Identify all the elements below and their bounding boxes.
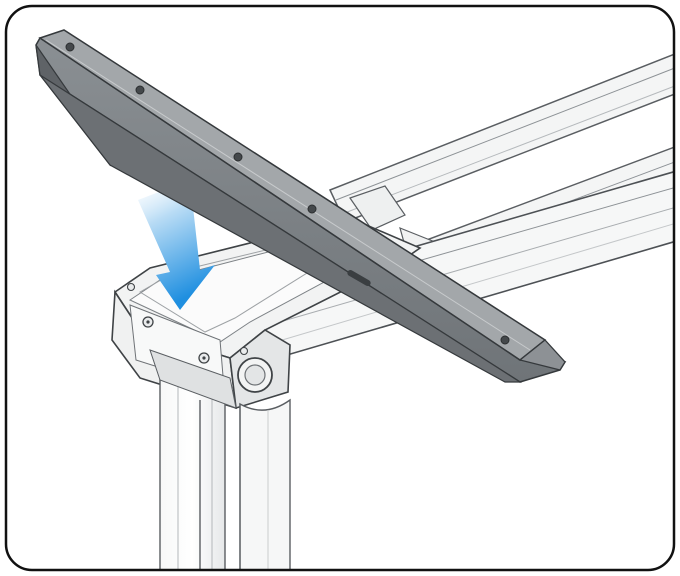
screw-icon [126, 282, 136, 292]
screw-icon [307, 204, 317, 214]
screw-icon [500, 335, 510, 345]
down-arrow-icon [138, 180, 215, 310]
screw-icon [239, 346, 249, 356]
screw-icon [65, 42, 75, 52]
screw-icon [233, 152, 243, 162]
support-crossbar [35, 29, 567, 383]
screw-icon [142, 316, 154, 328]
frame-border [4, 4, 676, 572]
leg-column [149, 349, 291, 570]
screw-icon [135, 85, 145, 95]
screw-icon [198, 352, 210, 364]
